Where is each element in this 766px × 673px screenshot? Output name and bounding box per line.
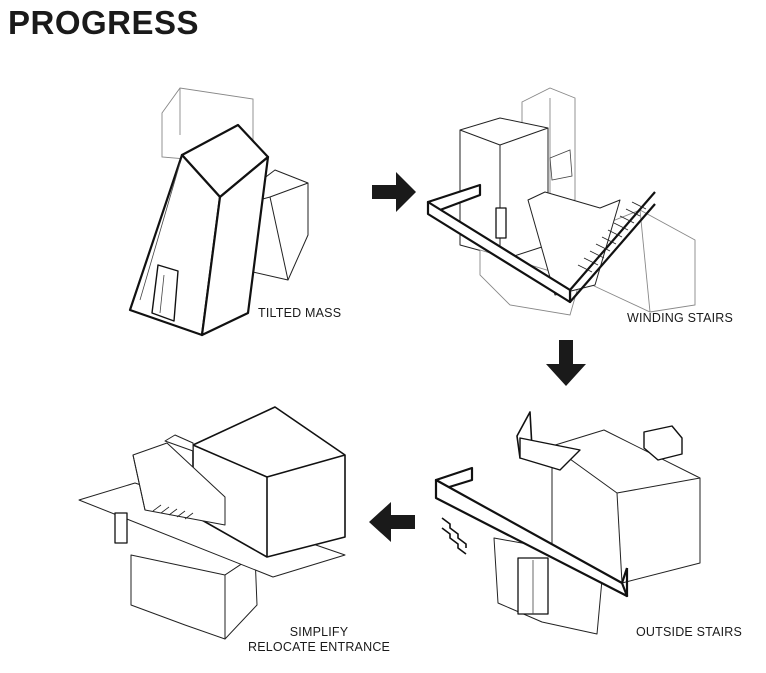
caption-tilted-mass: TILTED MASS — [258, 306, 342, 320]
arrow-down-icon — [546, 340, 586, 386]
page-title: PROGRESS — [8, 4, 200, 41]
arrow-right-icon — [372, 172, 416, 212]
caption-simplify-line2: RELOCATE ENTRANCE — [248, 640, 391, 654]
caption-winding-stairs: WINDING STAIRS — [627, 311, 734, 325]
caption-simplify-line1: SIMPLIFY — [289, 625, 349, 639]
winding-stairs-diagram — [426, 87, 696, 316]
simplify-diagram — [78, 406, 346, 640]
caption-outside-stairs: OUTSIDE STAIRS — [636, 625, 743, 639]
arrow-left-icon — [369, 502, 415, 542]
tilted-mass-diagram — [128, 87, 309, 337]
caption-simplify: SIMPLIFY RELOCATE ENTRANCE — [248, 625, 390, 655]
outside-stairs-diagram — [434, 411, 701, 635]
